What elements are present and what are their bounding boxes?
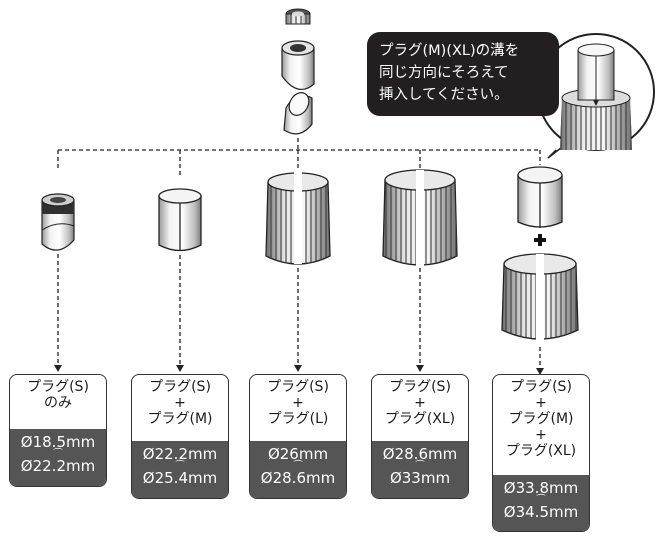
range-min: Ø28.6mm: [382, 445, 458, 463]
option-plug-s-m-xl: プラグ(S) + プラグ(M) + プラグ(XL) Ø33.8mm ⁀ Ø34.…: [492, 374, 590, 532]
option-plug-s-only: プラグ(S) のみ Ø18.5mm ⁀ Ø22.2mm: [9, 374, 107, 487]
option-line: プラグ(S): [27, 379, 89, 395]
option-line: +: [535, 395, 547, 411]
option-plug-s-xl: プラグ(S) + プラグ(XL) Ø28.6mm ⁀ Ø33mm: [371, 374, 469, 499]
magnifier-circle-icon: [537, 33, 655, 159]
option-line: プラグ(L): [267, 411, 329, 427]
option-line: +: [414, 395, 426, 411]
range-min: Ø18.5mm: [20, 433, 96, 451]
option-plug-s-m: プラグ(S) + プラグ(M) Ø22.2mm ⁀ Ø25.4mm: [131, 374, 229, 499]
plug-m-sleeve-icon-2: [517, 166, 563, 228]
range-min: Ø26mm: [267, 445, 329, 463]
range-max: Ø25.4mm: [142, 469, 218, 487]
arrowheads: [54, 365, 544, 375]
plug-l-ribbed-icon: [265, 172, 331, 265]
range-min: Ø33.8mm: [503, 479, 579, 497]
callout-line-3: 挿入してください。: [379, 87, 509, 103]
plug-s-only-icon: [41, 193, 75, 251]
plug-m-sleeve-icon: [158, 188, 202, 252]
option-line: プラグ(S): [267, 379, 329, 395]
range-max: Ø33mm: [389, 469, 451, 487]
range-tilde: ⁀: [415, 461, 425, 472]
option-line: +: [174, 395, 186, 411]
option-line: プラグ(XL): [384, 411, 456, 427]
option-plug-s-l: プラグ(S) + プラグ(L) Ø26mm ⁀ Ø28.6mm: [249, 374, 347, 499]
option-line: プラグ(S): [510, 379, 572, 395]
option-line: +: [292, 395, 304, 411]
range-max: Ø34.5mm: [503, 503, 579, 521]
range-tilde: ⁀: [175, 461, 185, 472]
plug-xl-ribbed-icon: [382, 169, 458, 266]
range-max: Ø28.6mm: [260, 469, 336, 487]
plug-s-split-sleeve-icon: [283, 92, 313, 135]
instruction-callout: プラグ(M)(XL)の溝を 同じ方向にそろえて 挿入してください。: [367, 32, 559, 116]
range-min: Ø22.2mm: [142, 445, 218, 463]
callout-line-1: プラグ(M)(XL)の溝を: [379, 43, 520, 59]
option-line: プラグ(M): [147, 411, 213, 427]
option-line: のみ: [44, 395, 72, 411]
connector-lines: [57, 138, 541, 368]
plug-xl-ribbed-icon-2: [501, 253, 579, 344]
option-line: +: [535, 427, 547, 443]
callout-line-2: 同じ方向にそろえて: [379, 65, 509, 81]
plug-s-cap-icon: [285, 8, 311, 25]
range-max: Ø22.2mm: [20, 457, 96, 475]
range-tilde: ⁀: [536, 495, 546, 506]
option-line: プラグ(S): [149, 379, 211, 395]
plus-icon: [534, 234, 546, 246]
option-line: プラグ(M): [508, 411, 574, 427]
option-line: プラグ(XL): [505, 443, 577, 459]
option-line: プラグ(S): [389, 379, 451, 395]
range-tilde: ⁀: [53, 449, 63, 460]
range-tilde: ⁀: [293, 461, 303, 472]
plug-s-icon: [281, 40, 315, 91]
